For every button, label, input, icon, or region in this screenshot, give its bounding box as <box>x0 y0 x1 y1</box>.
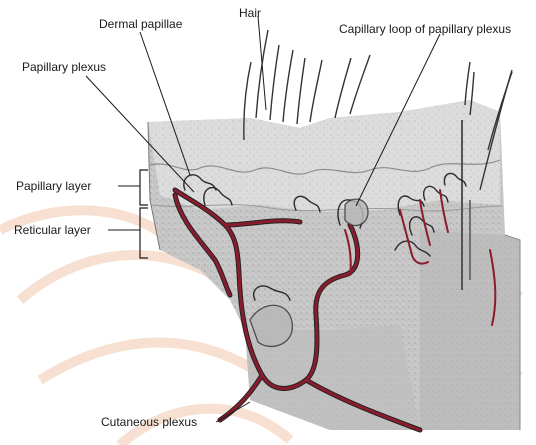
label-hair: Hair <box>239 6 261 20</box>
tissue-block <box>148 100 520 430</box>
label-reticular-layer: Reticular layer <box>14 223 91 237</box>
label-dermal-papillae: Dermal papillae <box>99 17 182 31</box>
layer-brackets <box>140 170 148 258</box>
label-papillary-plexus: Papillary plexus <box>22 60 106 74</box>
label-papillary-layer: Papillary layer <box>16 179 91 193</box>
label-cutaneous-plexus: Cutaneous plexus <box>101 415 197 429</box>
label-capillary-loop: Capillary loop of papillary plexus <box>339 22 511 36</box>
